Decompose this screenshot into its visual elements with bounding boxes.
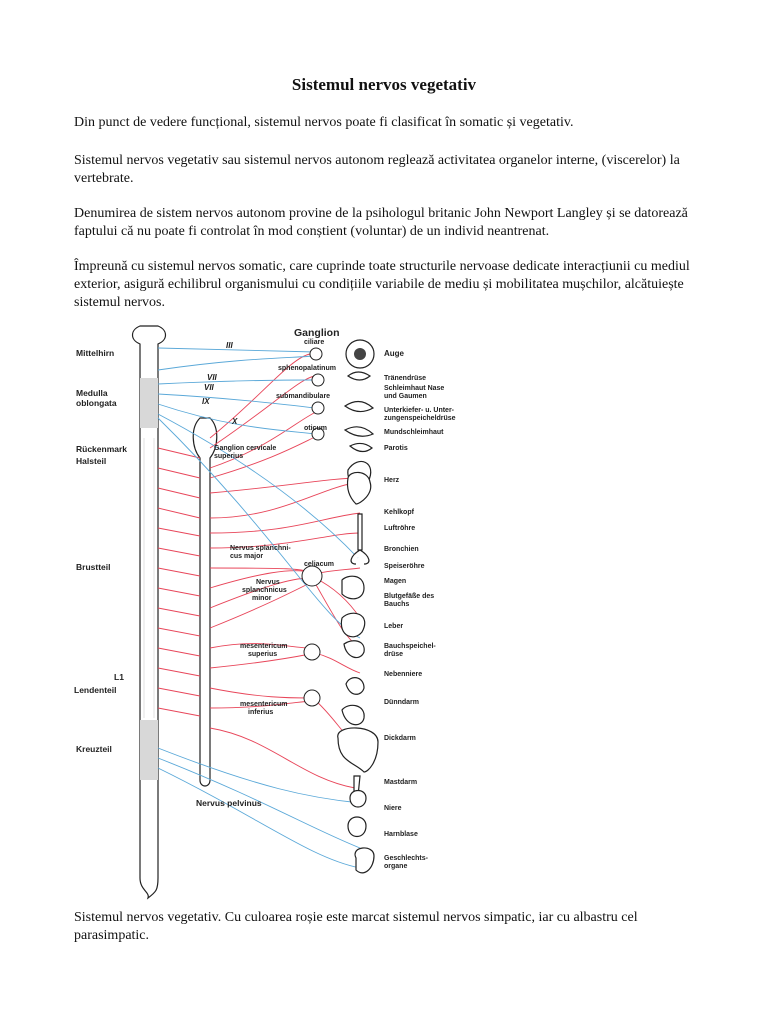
nervus-splanchnicus-minor-2: splanchnicus	[242, 587, 287, 594]
organ-niere: Niere	[384, 805, 402, 812]
organ-mastdarm: Mastdarm	[384, 779, 417, 786]
label-oblongata: oblongata	[76, 398, 117, 408]
organ-mundschleimhaut: Mundschleimhaut	[384, 429, 444, 436]
paragraph-1: Din punct de vedere funcțional, sistemul…	[74, 114, 704, 132]
nervus-splanchnicus-minor-3: minor	[252, 595, 272, 602]
paragraph-2: Sistemul nervos vegetativ sau sistemul n…	[74, 152, 704, 188]
label-halsteil: Halsteil	[76, 456, 106, 466]
organ-leber: Leber	[384, 623, 403, 630]
document-title: Sistemul nervos vegetativ	[0, 75, 768, 95]
spinal-column	[133, 326, 166, 898]
organ-parotis: Parotis	[384, 445, 408, 452]
nervus-splanchnicus-major-2: cus major	[230, 553, 263, 560]
organ-bronchien: Bronchien	[384, 546, 419, 553]
organ-nebenniere: Nebenniere	[384, 671, 422, 678]
label-medulla: Medulla	[76, 388, 108, 398]
organ-shapes	[338, 340, 378, 873]
organ-blutgefaesse-2: Bauchs	[384, 601, 409, 608]
nervus-splanchnicus-minor-1: Nervus	[256, 579, 280, 586]
organ-harnblase: Harnblase	[384, 831, 418, 838]
autonomic-nervous-system-figure: Mittelhirn Medulla oblongata Rückenmark …	[60, 318, 480, 900]
label-lendenteil: Lendenteil	[74, 685, 117, 695]
cranial-nerve-vii-a: VII	[207, 373, 218, 382]
figure-caption: Sistemul nervos vegetativ. Cu culoarea r…	[74, 909, 704, 945]
ganglion-mesentericum-superius-2: superius	[248, 651, 277, 658]
label-brustteil: Brustteil	[76, 562, 110, 572]
cranial-nerve-x: X	[231, 417, 238, 426]
organ-kehlkopf: Kehlkopf	[384, 509, 415, 516]
ganglion-mesentericum-superius-1: mesentericum	[240, 643, 287, 650]
organ-geschlechtsorgane-1: Geschlechts-	[384, 855, 429, 862]
organ-schleimhaut-2: und Gaumen	[384, 393, 427, 400]
paragraph-4: Împreună cu sistemul nervos somatic, car…	[74, 258, 704, 312]
ganglion-sphenopalatinum: sphenopalatinum	[278, 365, 336, 372]
ganglion-mesentericum-inferius-2: inferius	[248, 709, 273, 716]
organ-herz: Herz	[384, 477, 400, 484]
ganglia-heading: Ganglion	[294, 327, 340, 339]
spine-labels: Mittelhirn Medulla oblongata Rückenmark …	[74, 348, 127, 754]
organ-auge: Auge	[384, 349, 405, 358]
organ-blutgefaesse-1: Blutgefäße des	[384, 593, 434, 600]
organ-geschlechtsorgane-2: organe	[384, 863, 407, 870]
paragraph-3: Denumirea de sistem nervos autonom provi…	[74, 205, 704, 241]
figure-drawing: Mittelhirn Medulla oblongata Rückenmark …	[60, 318, 480, 900]
cranial-nerve-vii-b: VII	[204, 383, 215, 392]
label-kreuzteil: Kreuzteil	[76, 744, 112, 754]
ganglion-cervicale-superius: superius	[214, 453, 243, 460]
nervus-splanchnicus-major-1: Nervus splanchni-	[230, 545, 291, 552]
ganglion-celiacum: celiacum	[304, 561, 334, 568]
organ-traenendruese: Tränendrüse	[384, 375, 426, 382]
ganglion-cervicale: Ganglion cervicale	[214, 445, 276, 452]
sympathetic-trunk	[193, 418, 217, 786]
organ-dickdarm: Dickdarm	[384, 735, 416, 742]
ganglia	[302, 348, 324, 706]
cranial-nerve-ix: IX	[202, 397, 210, 406]
ganglion-mesentericum-inferius-1: mesentericum	[240, 701, 287, 708]
organ-bauchspeicheldruese-2: drüse	[384, 651, 403, 658]
sympathetic-fibers	[158, 354, 360, 788]
nervus-pelvinus: Nervus pelvinus	[196, 798, 262, 808]
cranial-nerve-labels: III VII VII IX X	[202, 341, 238, 426]
ganglion-submandibulare: submandibulare	[276, 393, 330, 400]
ganglion-oticum: oticum	[304, 425, 327, 432]
label-l1: L1	[114, 672, 124, 682]
organ-unterkiefer-2: zungenspeicheldrüse	[384, 415, 456, 422]
organ-unterkiefer-1: Unterkiefer- u. Unter-	[384, 407, 455, 414]
organ-schleimhaut-1: Schleimhaut Nase	[384, 385, 444, 392]
organ-magen: Magen	[384, 578, 406, 585]
label-mittelhirn: Mittelhirn	[76, 348, 114, 358]
organ-labels: Auge Tränendrüse Schleimhaut Nase und Ga…	[384, 349, 456, 870]
organ-bauchspeicheldruese-1: Bauchspeichel-	[384, 643, 436, 650]
ganglia-labels: Ganglion ciliare sphenopalatinum submand…	[196, 327, 340, 808]
ganglion-ciliare: ciliare	[304, 339, 324, 346]
label-rueckenmark: Rückenmark	[76, 444, 127, 454]
organ-speiseroehre: Speiseröhre	[384, 563, 425, 570]
organ-luftroehre: Luftröhre	[384, 525, 415, 532]
cranial-nerve-iii: III	[226, 341, 233, 350]
organ-duenndarm: Dünndarm	[384, 699, 419, 706]
